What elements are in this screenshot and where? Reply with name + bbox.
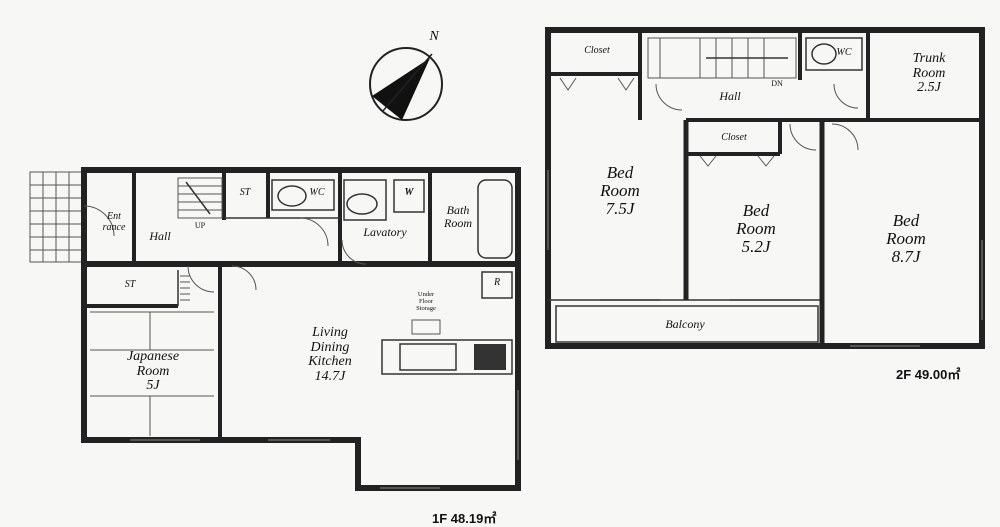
kitchen-counter [381,339,513,375]
floor2-area-label: 2F 49.00㎡ [896,367,961,382]
wc-label-1f: WC [309,187,325,198]
floor1-area-label: 1F 48.19㎡ [432,511,497,526]
closet-label-left: Closet [584,45,610,56]
entrance-porch-tiles [29,171,83,263]
room-label-hall-2f: Hall [719,89,741,103]
room-label-hall-1f: Hall [149,229,171,243]
floor1-plan [29,167,521,491]
stairs-1f [177,177,223,219]
toilet-icon [805,37,863,71]
storage-label-top: ST [239,187,251,198]
balcony-area [555,305,819,343]
washer-icon [393,179,425,213]
stairs-up-label: UP [194,221,206,230]
bathtub-icon [477,179,513,259]
washer-label: W [404,187,414,198]
tatami-lines [90,311,214,436]
closet-label-mid: Closet [721,132,747,143]
compass-north-label: N [429,29,439,44]
sink-icon [343,179,387,221]
wc-label-2f: WC [836,47,852,58]
stairs-down-label: DN [771,79,783,88]
compass-icon [369,47,443,121]
storage-label-left: ST [124,279,136,290]
stairs-2f [647,37,797,79]
balcony-label: Balcony [665,317,705,331]
toilet-icon [271,179,335,211]
room-label-lavatory: Lavatory [363,225,407,239]
refrigerator-label: R [493,277,501,288]
floor2-plan [545,27,985,349]
refrigerator-box [481,271,513,299]
